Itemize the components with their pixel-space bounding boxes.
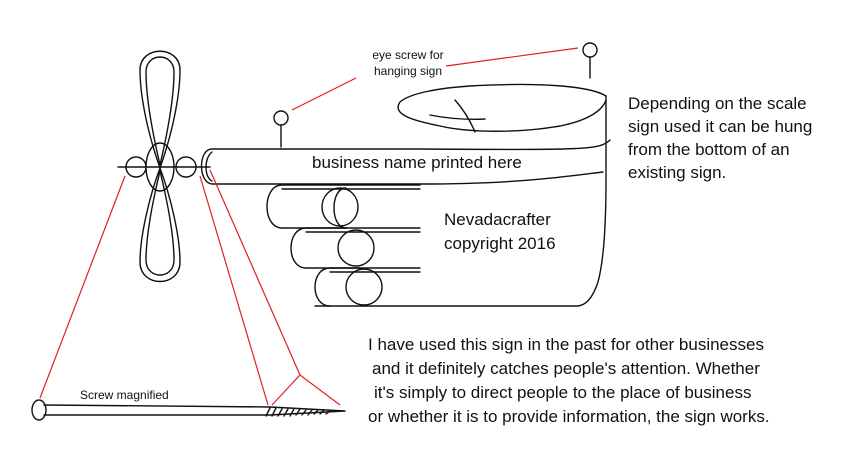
- wing-nut-top-blade-inner: [145, 56, 175, 166]
- wing-nut-top-blade: [139, 50, 181, 169]
- paragraph-line-2: and it definitely catches people's atten…: [372, 359, 760, 378]
- scale-note-line-2: sign used it can be hung: [628, 117, 813, 136]
- leader-screw-mid: [199, 175, 269, 406]
- leader-eye-left: [291, 77, 357, 111]
- eye-screw-icon-right: [582, 42, 598, 79]
- paragraph-line-4: or whether it is to provide information,…: [368, 407, 770, 426]
- leader-callout-b: [271, 374, 301, 406]
- eye-screw-label: eye screw for hanging sign: [358, 47, 458, 79]
- copyright-line-1: Nevadacrafter: [444, 210, 551, 229]
- paragraph-line-3: it's simply to direct people to the plac…: [374, 383, 752, 402]
- finger-sign-board: [200, 139, 611, 185]
- wing-nut-bottom-blade: [139, 167, 181, 283]
- leader-screw-right: [209, 169, 301, 376]
- eye-screw-label-line-1: eye screw for: [372, 48, 444, 62]
- screw-magnified-label: Screw magnified: [80, 388, 169, 402]
- leader-screw-left: [39, 175, 126, 399]
- paragraph-line-1: I have used this sign in the past for ot…: [368, 335, 764, 354]
- wing-nut-bottom-blade-inner: [145, 170, 175, 276]
- magnified-screw-icon: [31, 399, 346, 421]
- leader-eye-right: [445, 47, 579, 67]
- scale-note-line-1: Depending on the scale: [628, 94, 807, 113]
- copyright-label: Nevadacrafter copyright 2016: [444, 208, 556, 256]
- curled-fingers: [266, 184, 421, 307]
- scale-note-line-3: from the bottom of an: [628, 140, 790, 159]
- scale-note: Depending on the scale sign used it can …: [628, 92, 812, 184]
- description-paragraph: I have used this sign in the past for ot…: [368, 333, 770, 429]
- scale-note-line-4: existing sign.: [628, 163, 727, 182]
- wing-nut-icon: [117, 50, 211, 283]
- copyright-line-2: copyright 2016: [444, 234, 556, 253]
- eye-screw-label-line-2: hanging sign: [373, 64, 443, 78]
- thumb-nail: [454, 99, 476, 133]
- thumb-crease: [429, 114, 486, 120]
- hand-outline: [314, 95, 607, 307]
- eye-screw-icon-left: [273, 110, 289, 148]
- leader-callout-a: [299, 374, 341, 406]
- thumb: [397, 83, 607, 132]
- finger-tip-arc: [205, 151, 213, 182]
- business-name-label: business name printed here: [312, 153, 522, 172]
